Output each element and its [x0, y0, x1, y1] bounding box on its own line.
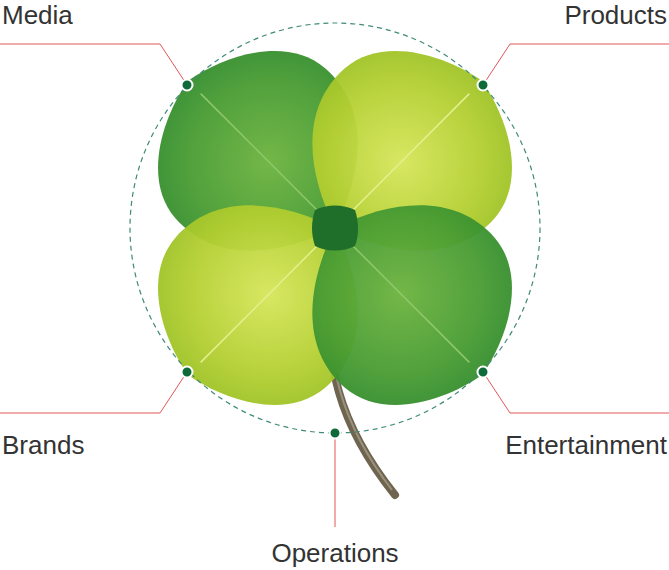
leaf-vein	[201, 235, 328, 362]
dashed-ring	[130, 23, 540, 433]
leader-line	[483, 44, 669, 85]
leader-line	[0, 44, 187, 85]
callout-label: Operations	[271, 538, 398, 568]
clover-center	[312, 206, 358, 251]
leaf-vein	[201, 94, 328, 221]
callout-label: Media	[2, 0, 73, 30]
anchor-dot	[478, 80, 489, 91]
leader-line	[483, 372, 669, 413]
callout-label: Products	[564, 0, 667, 30]
clover-leaf	[260, 153, 557, 450]
anchor-dot	[182, 80, 193, 91]
leaf-vein	[342, 94, 469, 221]
anchor-dot	[182, 367, 193, 378]
anchor-dot	[478, 367, 489, 378]
callout-label: Brands	[2, 430, 84, 460]
leader-line	[335, 433, 336, 527]
anchor-dot	[330, 428, 341, 439]
callout-label: Entertainment	[505, 430, 667, 460]
leaf-vein	[342, 235, 469, 362]
leader-line	[0, 372, 187, 413]
